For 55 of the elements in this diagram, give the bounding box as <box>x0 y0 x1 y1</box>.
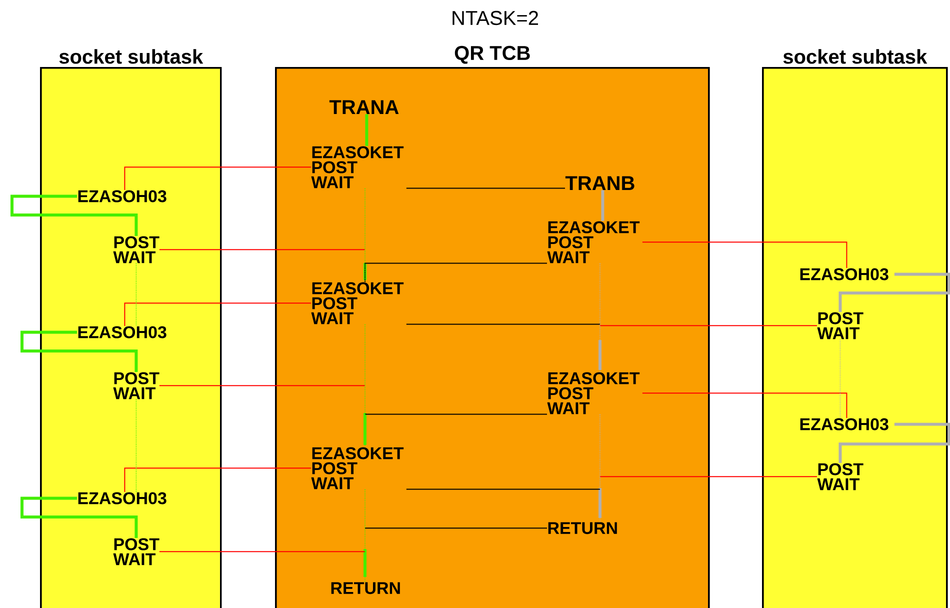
connector-line <box>840 338 841 418</box>
connector-line <box>364 414 548 415</box>
column-heading: socket subtask <box>783 49 928 64</box>
connector-line <box>136 398 137 492</box>
label-text: POST WAIT <box>817 312 864 340</box>
label-text: EZASOH03 <box>800 268 888 280</box>
connector-line <box>158 385 366 386</box>
label-text: POST WAIT <box>817 463 864 490</box>
column-box <box>762 49 948 608</box>
label-text: RETURN <box>331 582 400 594</box>
column-heading: socket subtask <box>59 49 204 64</box>
connector-line <box>136 262 137 326</box>
connector-line <box>600 476 818 478</box>
label-text: EZASOKET POST WAIT <box>311 447 404 490</box>
label-text: POST WAIT <box>113 538 160 566</box>
connector-line <box>124 166 312 190</box>
label-text: POST WAIT <box>113 236 160 264</box>
connector-line <box>10 194 138 236</box>
connector-line <box>158 249 366 250</box>
label-text: EZASOKET POST WAIT <box>311 282 404 324</box>
connector-line <box>364 528 548 529</box>
connector-line <box>20 496 138 538</box>
connector-line <box>601 190 604 221</box>
label-text: EZASOKET POST WAIT <box>547 372 640 414</box>
connector-line <box>364 324 366 448</box>
title: NTASK=2 <box>452 10 538 26</box>
label-text: EZASOH03 <box>78 190 166 202</box>
label-text: EZASOH03 <box>800 418 888 430</box>
label-text: TRANB <box>565 176 634 190</box>
column-box <box>40 49 222 608</box>
connector-line <box>838 272 950 312</box>
connector-line <box>406 188 566 189</box>
connector-line <box>124 302 312 326</box>
connector-line <box>365 114 368 146</box>
connector-line <box>600 325 818 326</box>
connector-line <box>20 330 138 372</box>
connector-line <box>642 392 848 418</box>
column-box <box>275 46 710 608</box>
connector-line <box>364 188 366 282</box>
label-text: EZASOKET POST WAIT <box>311 146 404 188</box>
label-text: EZASOKET POST WAIT <box>547 221 640 264</box>
label-text: EZASOH03 <box>78 492 166 504</box>
label-text: EZASOH03 <box>78 326 166 338</box>
label-text: RETURN <box>548 522 617 534</box>
connector-line <box>364 488 366 582</box>
label-text: POST WAIT <box>113 372 160 400</box>
label-text: TRANA <box>329 100 399 114</box>
connector-line <box>124 468 312 492</box>
column-heading: QR TCB <box>454 46 530 64</box>
connector-line <box>406 488 600 490</box>
connector-line <box>158 551 366 552</box>
connector-line <box>364 262 548 282</box>
connector-line <box>642 242 848 268</box>
connector-line <box>406 324 600 325</box>
connector-line <box>838 422 950 463</box>
